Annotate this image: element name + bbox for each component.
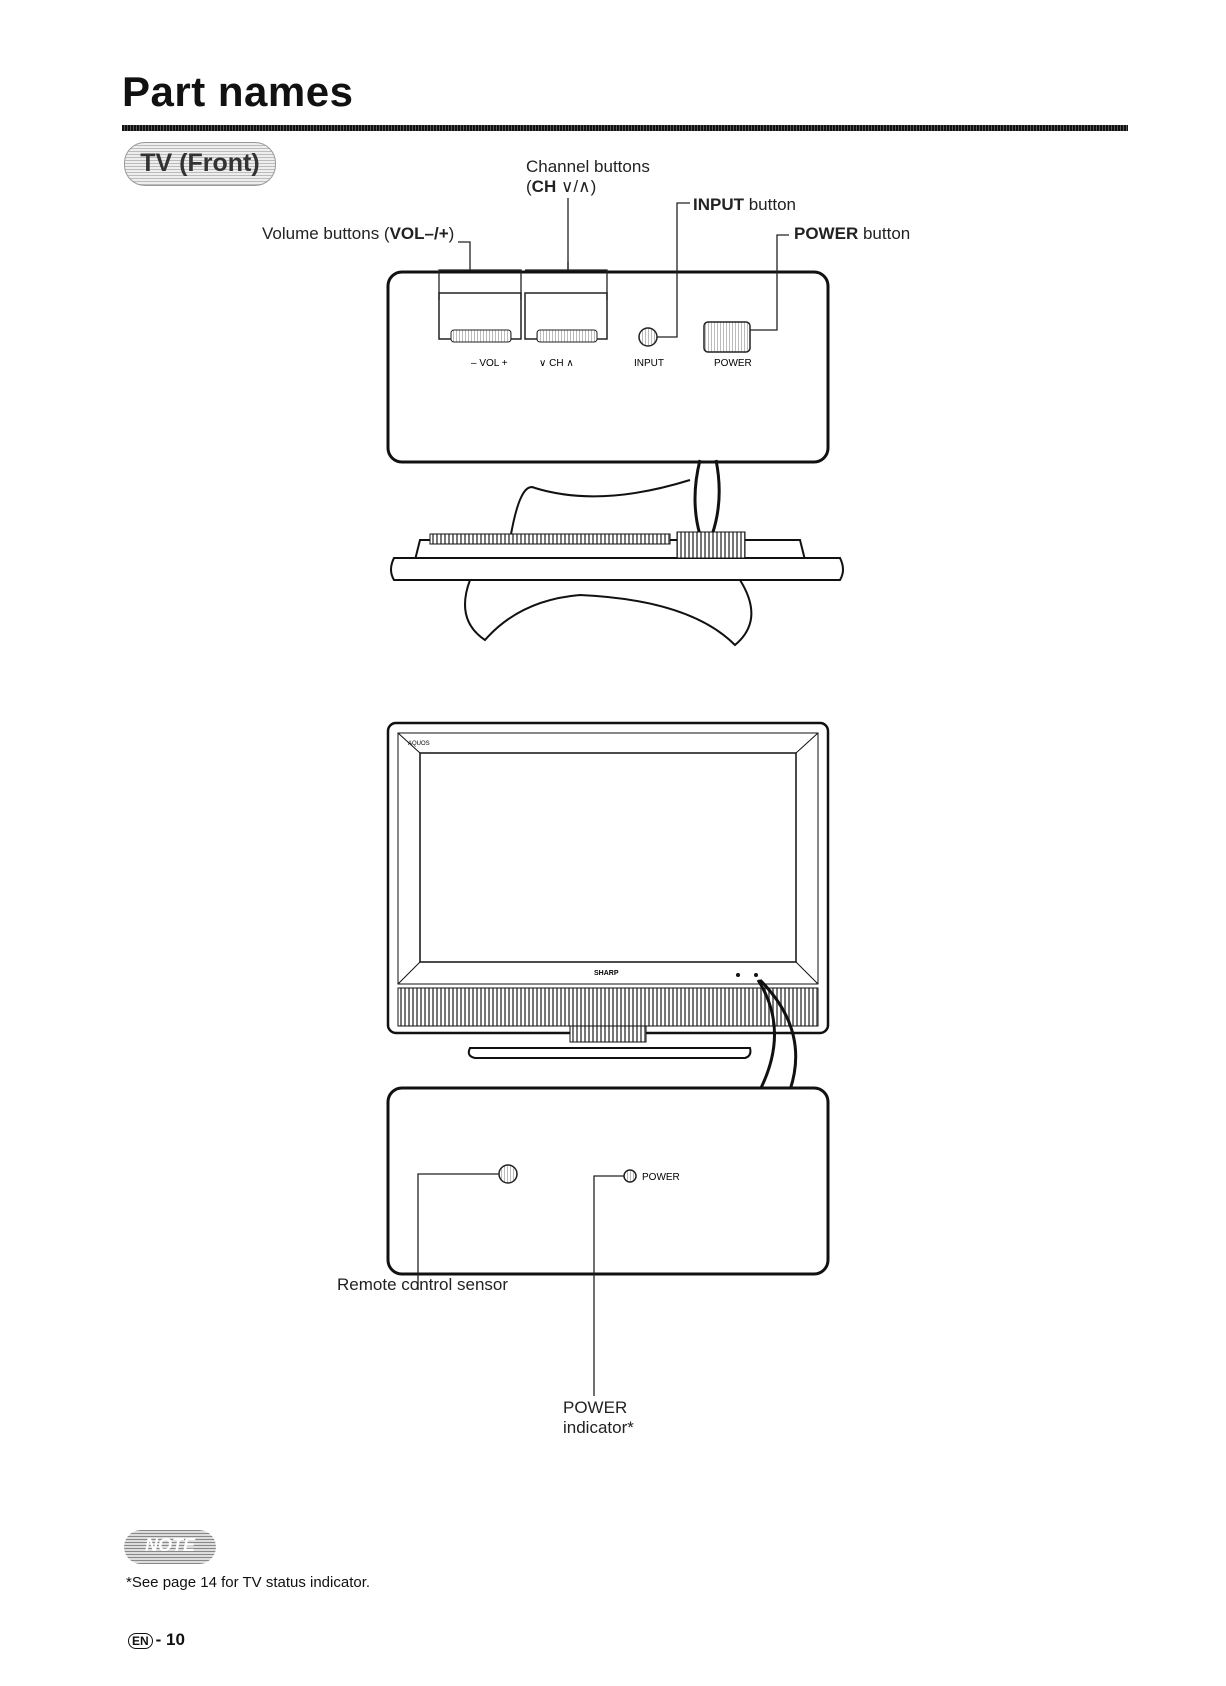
power-small-label: POWER <box>714 358 752 369</box>
tv-top-view <box>391 480 843 645</box>
power-button-shape <box>704 322 750 352</box>
tv-front-view: AQUOS SHARP <box>388 723 828 1058</box>
remote-sensor-shape <box>499 1165 517 1183</box>
note-text: *See page 14 for TV status indicator. <box>126 1574 370 1591</box>
volume-rocker <box>451 330 511 342</box>
screen <box>420 753 796 962</box>
note-badge: NOTE <box>124 1530 216 1564</box>
page-number: EN- 10 <box>128 1630 185 1650</box>
input-button-shape <box>639 328 657 346</box>
vol-label: – VOL + <box>471 358 508 369</box>
note-badge-label: NOTE <box>124 1535 216 1556</box>
channel-rocker <box>537 330 597 342</box>
power-indicator-small-label: POWER <box>642 1172 680 1183</box>
ch-label: ∨ CH ∧ <box>539 358 574 369</box>
speaker-grille <box>398 988 818 1026</box>
indicator-detail-panel: POWER <box>388 1088 828 1274</box>
language-badge: EN <box>128 1633 153 1649</box>
aquos-logo: AQUOS <box>408 741 430 747</box>
power-indicator-shape <box>624 1170 636 1182</box>
sharp-logo: SHARP <box>594 970 619 977</box>
input-small-label: INPUT <box>634 358 664 369</box>
button-detail-panel: – VOL + ∨ CH ∧ INPUT POWER <box>388 272 828 462</box>
